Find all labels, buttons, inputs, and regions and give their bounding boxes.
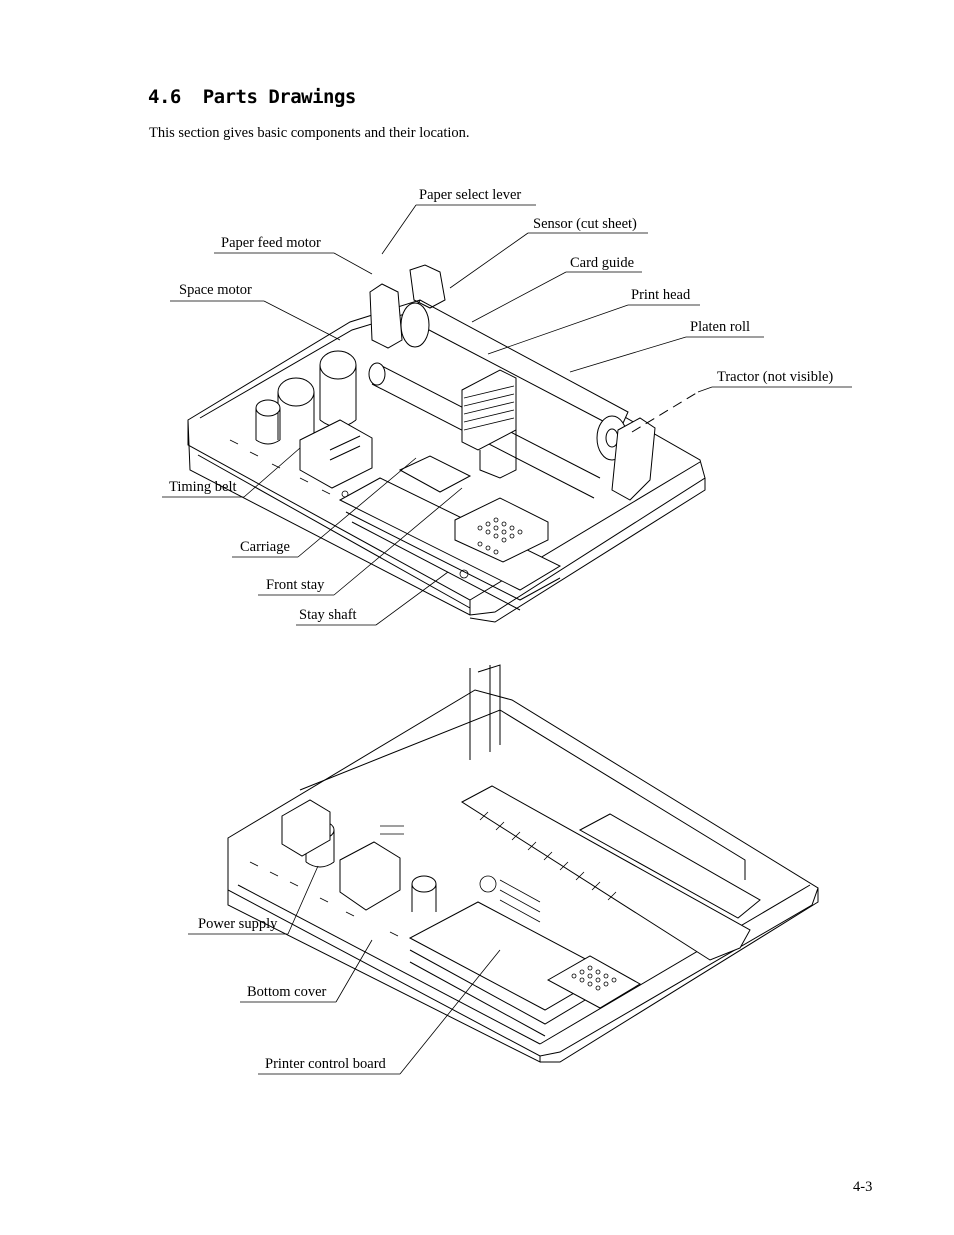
- label-paper-select-lever: Paper select lever: [419, 187, 522, 203]
- label-stay-shaft: Stay shaft: [299, 607, 357, 623]
- section-heading: 4.6 Parts Drawings: [148, 86, 356, 108]
- label-front-stay: Front stay: [266, 577, 325, 593]
- label-platen-roll: Platen roll: [690, 319, 751, 335]
- section-title: Parts Drawings: [202, 86, 357, 108]
- page-number: 4-3: [853, 1179, 873, 1195]
- label-paper-feed-motor: Paper feed motor: [221, 235, 321, 251]
- label-space-motor: Space motor: [179, 282, 252, 298]
- label-tractor: Tractor (not visible): [717, 369, 834, 385]
- printer-mechanism-drawing: [187, 264, 706, 623]
- label-carriage: Carriage: [240, 539, 290, 555]
- section-number: 4.6: [148, 86, 181, 108]
- label-print-head: Print head: [631, 287, 691, 303]
- label-bottom-cover: Bottom cover: [247, 984, 327, 1000]
- label-printer-control-board: Printer control board: [265, 1056, 386, 1072]
- label-sensor-cut-sheet: Sensor (cut sheet): [533, 216, 637, 232]
- label-card-guide: Card guide: [570, 255, 635, 271]
- bottom-cover-drawing: [227, 664, 819, 1063]
- top-leader-lines: [162, 204, 852, 626]
- intro-text: This section gives basic components and …: [149, 125, 470, 141]
- label-timing-belt: Timing belt: [169, 479, 237, 495]
- bottom-leader-lines: [188, 865, 501, 1075]
- label-power-supply: Power supply: [198, 916, 278, 932]
